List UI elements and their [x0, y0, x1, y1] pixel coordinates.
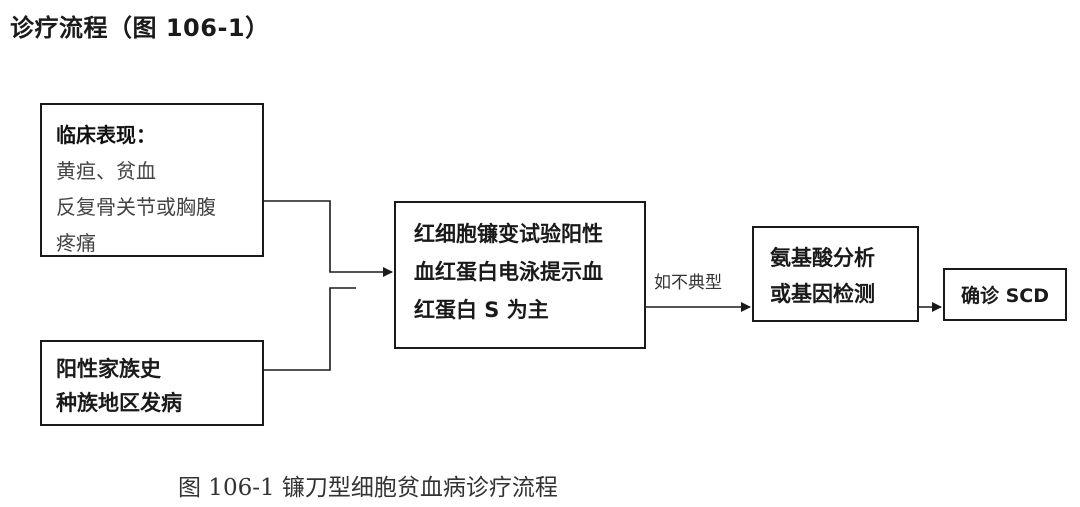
family-line: 种族地区发病: [56, 391, 182, 415]
test-line: 红蛋白 S 为主: [414, 298, 549, 322]
diagnosis-box: 确诊 SCD: [943, 268, 1067, 321]
analysis-box: 氨基酸分析 或基因检测: [752, 226, 919, 322]
diagnosis-label: 确诊 SCD: [960, 285, 1049, 307]
family-line: 阳性家族史: [56, 357, 161, 381]
test-line: 血红蛋白电泳提示血: [414, 260, 603, 284]
analysis-line: 氨基酸分析: [770, 246, 875, 270]
family-history-box: 阳性家族史 种族地区发病: [40, 340, 264, 426]
clinical-line: 反复骨关节或胸腹: [56, 195, 216, 219]
clinical-line: 黄疸、贫血: [56, 159, 156, 183]
connector-family: [264, 287, 356, 371]
lab-test-box: 红细胞镰变试验阳性 血红蛋白电泳提示血 红蛋白 S 为主: [394, 201, 646, 349]
connector-clinical: [264, 200, 393, 277]
analysis-line: 或基因检测: [770, 282, 875, 306]
figure-caption: 图 106-1 镰刀型细胞贫血病诊疗流程: [178, 475, 558, 501]
page-heading: 诊疗流程（图 106-1）: [10, 14, 270, 42]
test-line: 红细胞镰变试验阳性: [414, 222, 603, 246]
clinical-manifestation-box: 临床表现： 黄疸、贫血 反复骨关节或胸腹 疼痛: [40, 103, 264, 257]
clinical-line: 疼痛: [56, 231, 96, 255]
clinical-title: 临床表现：: [56, 123, 156, 147]
atypical-edge-label: 如不典型: [654, 273, 722, 293]
